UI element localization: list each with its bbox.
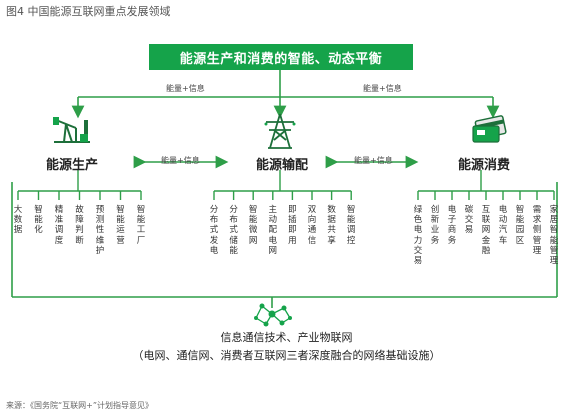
leaf-item: 分布式储能 [229,205,238,256]
leaf-item: 互联网金融 [481,205,491,256]
leaf-item: 电动汽车 [498,205,508,246]
leaf-item: 家居智能管理 [549,205,559,267]
leaf-item: 主动配电网 [268,205,278,256]
leaf-item: 精准调度 [54,205,64,246]
energy-cards-icon [469,112,515,146]
network-molecule-icon [252,296,294,330]
leaf-item: 双向通信 [307,205,317,246]
leaf-item: 数据共享 [327,205,336,246]
figure-title: 图4 中国能源互联网重点发展领域 [6,5,171,18]
leaf-item: 智能化 [34,205,43,236]
infrastructure-subtitle: （电网、通信网、消费者互联网三者深度融合的网络基础设施） [132,349,441,362]
power-tower-icon [262,112,298,150]
oil-pump-icon [50,112,94,148]
leaf-item: 智能调控 [346,205,356,246]
leaf-item: 需求侧管理 [532,205,542,256]
flow-label-production-transmission: 能量+信息 [161,156,200,165]
leaf-item: 分布式发电 [209,205,219,256]
node-label-transmission: 能源输配 [256,158,309,173]
infrastructure-title: 信息通信技术、产业物联网 [220,331,353,344]
flow-label-transmission-consumption: 能量+信息 [354,156,393,165]
leaf-item: 碳交易 [464,205,474,236]
leaf-item: 电子商务 [447,205,457,246]
leaf-item: 即插即用 [288,205,297,246]
node-label-consumption: 能源消费 [458,158,511,173]
leaf-item: 智能微网 [248,205,258,246]
flow-label-right: 能量+信息 [363,84,402,93]
source-note: 来源：《国务院“互联网+”计划指导意见》 [6,401,153,410]
leaf-item: 智能工厂 [136,205,146,246]
flow-label-left: 能量+信息 [166,84,205,93]
leaf-item: 故障判断 [75,205,84,246]
leaf-item: 智能园区 [515,205,525,246]
node-label-production: 能源生产 [46,158,99,173]
top-banner: 能源生产和消费的智能、动态平衡 [149,44,413,70]
leaf-item: 预测性维护 [95,205,105,256]
leaf-item: 创新业务 [430,205,440,246]
leaf-item: 绿色电力交易 [413,205,423,267]
leaf-item: 大数据 [13,205,23,236]
leaf-item: 智能运营 [116,205,125,246]
